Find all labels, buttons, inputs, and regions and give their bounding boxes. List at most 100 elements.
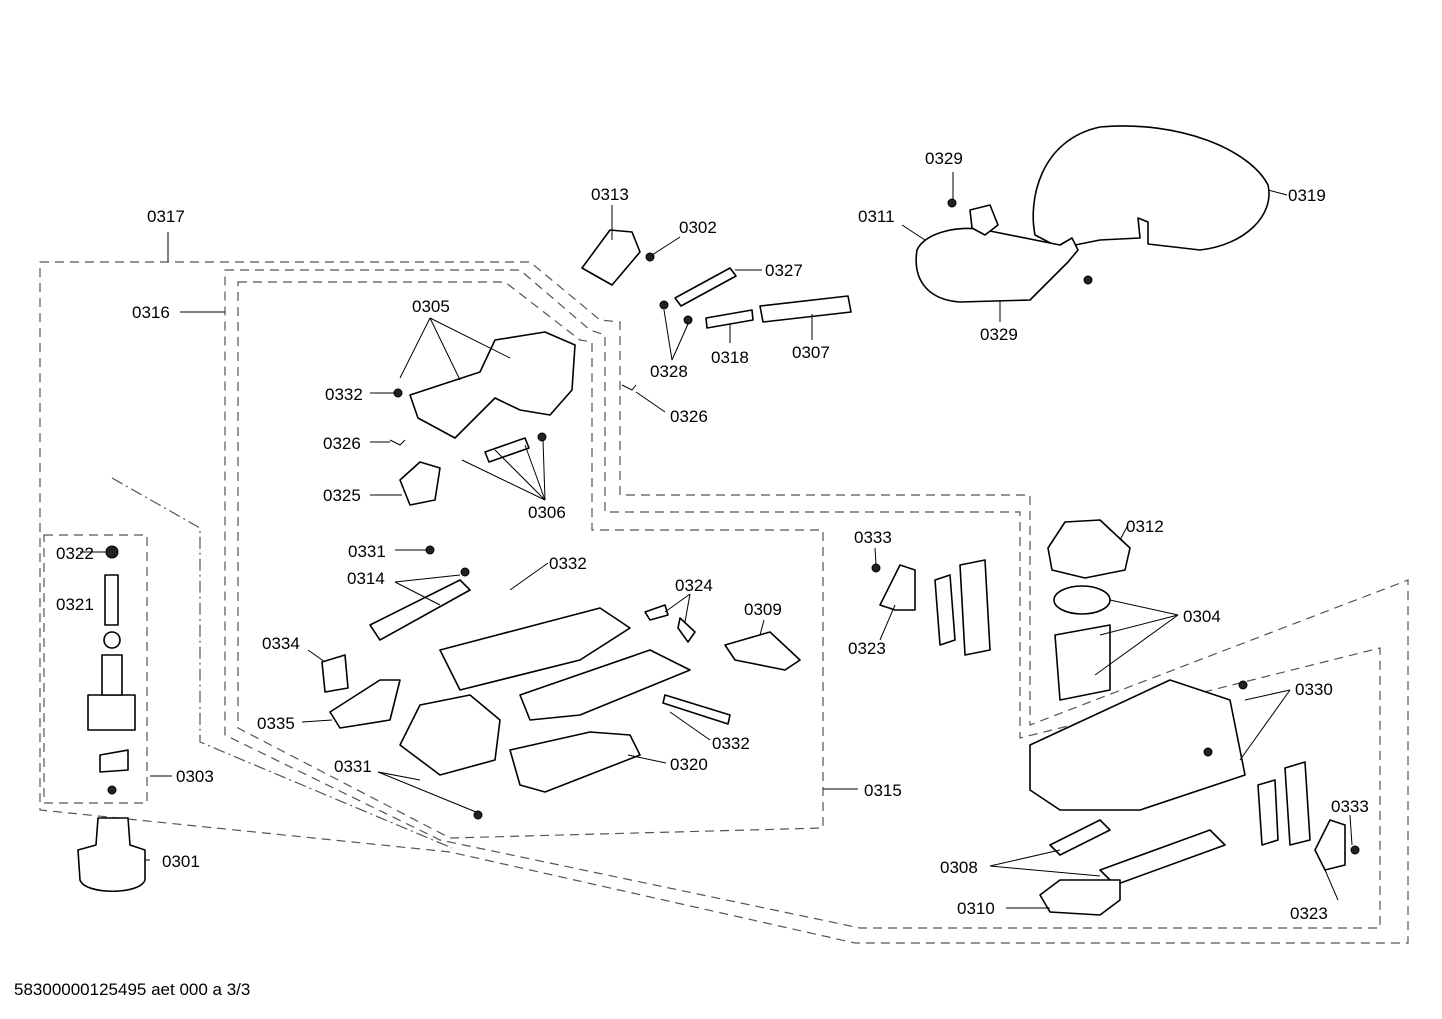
clip-0303: [99, 749, 129, 773]
screw-0333-a: [871, 563, 881, 573]
callout-0333-middle: 0333: [854, 528, 892, 547]
callout-0322: 0322: [56, 544, 94, 563]
callout-0333-right: 0333: [1331, 797, 1369, 816]
bracket-0323-a: [879, 564, 916, 611]
spring-0324: [644, 604, 669, 621]
drawing-id: 58300000125495 aet 000 a 3/3: [14, 980, 251, 999]
callout-0311: 0311: [858, 207, 895, 226]
callout-0316: 0316: [132, 303, 170, 322]
callout-0320: 0320: [670, 755, 708, 774]
callout-0313: 0313: [591, 185, 629, 204]
callout-0315: 0315: [864, 781, 902, 800]
washer-0328-b: [683, 315, 693, 325]
callout-0327: 0327: [765, 261, 803, 280]
bracket-0335: [329, 679, 401, 729]
callout-0332-lower: 0332: [712, 734, 750, 753]
filter-0304: [1053, 585, 1111, 615]
callout-0306: 0306: [528, 503, 566, 522]
screw-0333-b: [1350, 845, 1360, 855]
bracket-0334: [321, 654, 349, 693]
screw-0322: [105, 545, 119, 559]
callout-labels: 0317 0316 0313 0302 0327 0329 0319 0311 …: [56, 149, 1369, 923]
callout-0321: 0321: [56, 595, 94, 614]
callout-0332-middle: 0332: [549, 554, 587, 573]
link-c: [1257, 779, 1279, 846]
rail-0308-a: [1049, 819, 1111, 856]
screw-0331-a: [425, 545, 435, 555]
ring-0306: [537, 432, 547, 442]
screw-0329-a: [947, 198, 957, 208]
base-0331: [399, 694, 501, 776]
bracket-0309: [724, 631, 801, 671]
callout-0329-bottom: 0329: [980, 325, 1018, 344]
pin-0306: [484, 437, 530, 463]
clip-0326-a: [389, 439, 406, 446]
callout-0323-right: 0323: [1290, 904, 1328, 923]
rail-0308-b: [1099, 829, 1226, 886]
callout-0332-upper: 0332: [325, 385, 363, 404]
boundary-0316: [224, 269, 1381, 929]
callout-0329-top: 0329: [925, 149, 963, 168]
parts: [77, 125, 1360, 916]
callout-0314: 0314: [347, 569, 385, 588]
screw-0330-a: [1238, 680, 1248, 690]
cap-0312: [1047, 519, 1131, 579]
shaft-0332: [662, 694, 731, 725]
valve-0304: [1054, 624, 1111, 701]
bracket-0325: [399, 461, 441, 506]
callout-0331-upper: 0331: [348, 542, 386, 561]
callout-0325: 0325: [323, 486, 361, 505]
callout-0307: 0307: [792, 343, 830, 362]
callout-0323-middle: 0323: [848, 639, 886, 658]
clamp-0329: [969, 204, 999, 236]
shaft-0327: [674, 267, 737, 307]
tray-0320: [509, 731, 641, 793]
screw-0331-b: [473, 810, 483, 820]
callout-0326-right: 0326: [670, 407, 708, 426]
screw-0303: [107, 785, 117, 795]
callout-0331-lower: 0331: [334, 757, 372, 776]
stem-0303: [101, 654, 123, 696]
callout-0334: 0334: [262, 634, 300, 653]
holder-0303: [87, 694, 136, 731]
callout-0310: 0310: [957, 899, 995, 918]
callout-0328: 0328: [650, 362, 688, 381]
callout-0319: 0319: [1288, 186, 1326, 205]
boundary-0301-group: [111, 477, 453, 849]
callout-0301: 0301: [162, 852, 200, 871]
tray-0310: [1039, 879, 1121, 916]
washer-0314: [460, 567, 470, 577]
callout-0326-left: 0326: [323, 434, 361, 453]
callout-0335: 0335: [257, 714, 295, 733]
clip-0326-b: [621, 384, 637, 391]
callout-0317: 0317: [147, 207, 185, 226]
boundary-0303: [43, 534, 148, 804]
screw-0329-b: [1083, 275, 1093, 285]
callout-0312: 0312: [1126, 517, 1164, 536]
callout-0330: 0330: [1295, 680, 1333, 699]
callout-0318: 0318: [711, 348, 749, 367]
washer-0328-a: [659, 300, 669, 310]
spring-0321: [104, 574, 119, 626]
leader-lines: [80, 172, 1353, 909]
callout-0309: 0309: [744, 600, 782, 619]
spring-0318: [705, 309, 754, 329]
arm-0311: [915, 227, 1079, 303]
callout-0305: 0305: [412, 297, 450, 316]
link-d: [1284, 761, 1311, 846]
spring-0324-b: [677, 617, 696, 643]
cap-0313: [581, 229, 641, 286]
callout-0308: 0308: [940, 858, 978, 877]
knob-0301: [77, 817, 146, 893]
plate-upper: [439, 607, 631, 691]
boundary-0317: [39, 261, 1409, 944]
boundary-inner: [237, 281, 824, 839]
link-b: [959, 559, 991, 656]
link-a: [934, 574, 956, 646]
screw-0330-b: [1203, 747, 1213, 757]
cover-0319: [1032, 125, 1270, 251]
lever-0314: [369, 579, 471, 641]
assembly-boundaries: [39, 261, 1409, 944]
bracket-0323-b: [1314, 819, 1346, 871]
